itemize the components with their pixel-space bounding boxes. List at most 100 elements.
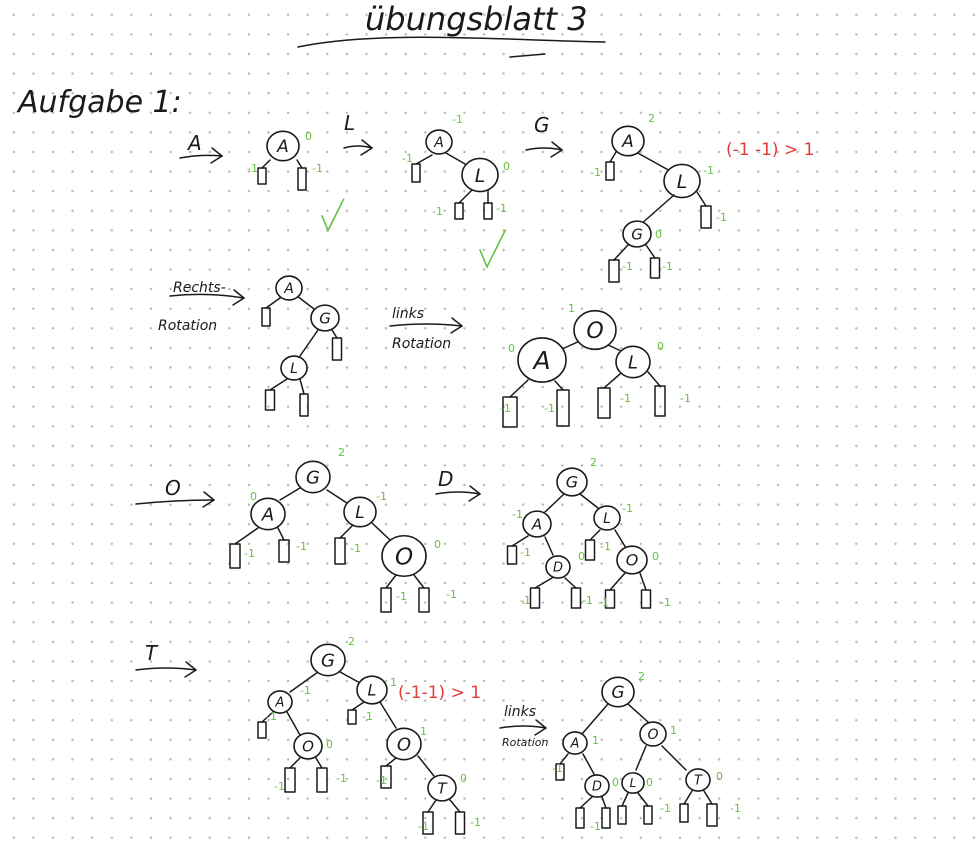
- node-letter: A: [261, 504, 274, 525]
- tree-edge: [637, 792, 649, 807]
- tree-edge: [544, 493, 565, 513]
- step-label-a: A: [186, 131, 202, 155]
- balance-annotation: -1: [716, 211, 727, 224]
- balance-annotation: 0: [434, 538, 441, 551]
- balance-annotation: 2: [338, 446, 345, 459]
- balance-annotation: 1: [592, 734, 599, 747]
- balance-annotation: 0: [646, 776, 653, 789]
- arrow-head-icon: [184, 661, 197, 678]
- tree-edge: [601, 796, 607, 809]
- arrow-icon: [135, 667, 197, 671]
- nil-leaf: [264, 389, 276, 411]
- node-a: [250, 497, 286, 531]
- node-o: [639, 721, 667, 747]
- node-letter: L: [630, 776, 637, 790]
- balance-annotation: 0: [716, 770, 723, 783]
- balance-annotation: -1: [622, 260, 633, 273]
- node-a: [517, 337, 567, 383]
- node-letter: O: [395, 544, 413, 570]
- nil-leaf: [556, 389, 570, 427]
- tree-edge: [379, 701, 397, 729]
- node-d: [584, 774, 610, 798]
- tree-edge: [339, 671, 363, 685]
- node-a: [522, 510, 552, 538]
- balance-annotation: -1: [418, 820, 429, 833]
- tree-edge: [609, 572, 626, 591]
- nil-leaf: [601, 807, 611, 829]
- tree-edge: [579, 493, 599, 509]
- step-label-l: L: [344, 111, 355, 135]
- balance-annotation: 1: [568, 302, 575, 315]
- nil-leaf: [700, 205, 712, 229]
- tree-edge: [458, 189, 473, 204]
- node-letter: O: [302, 737, 314, 755]
- nil-leaf: [679, 803, 689, 823]
- balance-annotation: -1: [582, 594, 593, 607]
- balance-annotation: 2: [590, 456, 597, 469]
- node-letter: G: [306, 467, 320, 488]
- tree-edge: [509, 379, 529, 398]
- tree-edge: [289, 671, 319, 693]
- arrow-icon: [135, 499, 215, 505]
- nil-leaf: [555, 763, 565, 781]
- balance-annotation: -1: [376, 490, 387, 503]
- balance-annotation: -1: [660, 802, 671, 815]
- nil-leaf: [506, 545, 518, 565]
- tree-edge: [645, 244, 656, 259]
- arrow-icon: [435, 491, 481, 495]
- step-label-t: T: [145, 641, 159, 665]
- nil-leaf: [347, 709, 357, 725]
- nil-leaf: [640, 589, 652, 609]
- balance-annotation: 0: [612, 776, 619, 789]
- balance-annotation: -1: [312, 162, 323, 175]
- nil-leaf: [649, 257, 661, 279]
- nil-leaf: [454, 811, 466, 835]
- balance-annotation: -1: [512, 508, 523, 521]
- arrow-head-icon: [450, 317, 463, 334]
- node-letter: G: [611, 683, 624, 703]
- balance-annotation: 0: [460, 772, 467, 785]
- tree-edge: [613, 244, 629, 261]
- node-letter: A: [433, 135, 444, 151]
- node-o: [381, 534, 427, 578]
- balance-annotation: 2: [648, 112, 655, 125]
- balance-annotation: 0: [326, 738, 333, 751]
- tree-edge: [234, 527, 259, 545]
- rotation-label-line1: links: [392, 306, 424, 322]
- tree-edge: [265, 297, 281, 309]
- node-letter: A: [531, 346, 550, 375]
- balance-annotation: -1: [598, 596, 609, 609]
- node-letter: A: [621, 132, 634, 152]
- nil-leaf: [331, 337, 343, 361]
- nil-leaf: [608, 259, 620, 283]
- node-letter: D: [592, 780, 602, 795]
- rotation-label-line1: links: [504, 704, 536, 720]
- tree-edge: [261, 711, 274, 723]
- step-label-d: D: [438, 467, 453, 491]
- node-d: [293, 732, 323, 760]
- node-g: [601, 676, 635, 708]
- tree-edge: [279, 487, 301, 501]
- tree-edge: [339, 525, 353, 539]
- node-letter: O: [626, 551, 639, 570]
- balance-annotation: 0: [655, 228, 662, 241]
- arrow-head-icon: [534, 719, 547, 736]
- task-label: Aufgabe 1:: [16, 85, 182, 120]
- arrow-icon: [169, 293, 245, 299]
- balance-annotation: 1: [420, 725, 427, 738]
- node-l: [343, 496, 377, 528]
- imbalance-note: (-1-1) > 1: [398, 683, 481, 703]
- tree-edge: [581, 703, 609, 735]
- rotation-label-line2: Rotation: [158, 318, 217, 334]
- balance-annotation: -1: [336, 772, 347, 785]
- node-letter: G: [321, 650, 335, 671]
- nil-leaf: [597, 387, 611, 419]
- node-g: [295, 460, 331, 494]
- balance-annotation: -1: [376, 774, 387, 787]
- balance-annotation: -1: [703, 164, 714, 177]
- node-letter: L: [677, 171, 688, 193]
- tree-edge: [639, 572, 647, 591]
- nil-leaf: [334, 537, 346, 565]
- tree-edge: [449, 799, 461, 813]
